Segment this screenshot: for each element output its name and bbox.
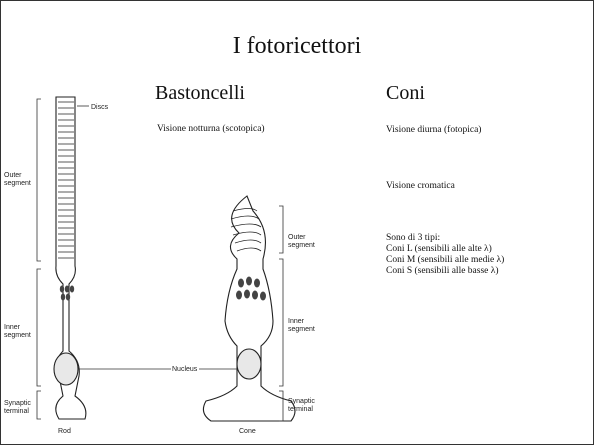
cones-color-vision: Visione cromatica	[386, 181, 455, 192]
cone-type-l: Coni L (sensibili alle alte λ)	[386, 244, 504, 255]
cones-day-vision: Visione diurna (fotopica)	[386, 125, 481, 136]
cone-cell	[203, 196, 295, 421]
label-cone-outer-1: Outer	[288, 234, 306, 241]
label-rod-inner-2: segment	[4, 332, 31, 339]
label-cone-outer-2: segment	[288, 242, 315, 249]
label-cone-inner-2: segment	[288, 326, 315, 333]
cones-heading: Coni	[386, 81, 425, 105]
slide-title: I fotoricettori	[1, 32, 593, 60]
cone-type-s: Coni S (sensibili alle basse λ)	[386, 266, 504, 277]
cone-types-intro: Sono di 3 tipi:	[386, 233, 504, 244]
label-cone-synaptic-1: Synaptic	[288, 398, 315, 405]
label-rod: Rod	[58, 428, 71, 435]
label-discs: Discs	[91, 104, 109, 111]
rod-cell	[54, 97, 86, 419]
label-nucleus: Nucleus	[172, 366, 198, 373]
cone-nucleus	[237, 349, 261, 379]
label-rod-outer-1: Outer	[4, 172, 22, 179]
label-rod-synaptic-2: terminal	[4, 408, 29, 415]
label-rod-outer-2: segment	[4, 180, 31, 187]
rod-nucleus	[54, 353, 78, 385]
label-cone: Cone	[239, 428, 256, 435]
cone-types-list: Sono di 3 tipi: Coni L (sensibili alle a…	[386, 233, 504, 277]
cone-type-m: Coni M (sensibili alle medie λ)	[386, 255, 504, 266]
label-rod-synaptic-1: Synaptic	[4, 400, 31, 407]
label-cone-inner-1: Inner	[288, 318, 305, 325]
label-rod-inner-1: Inner	[4, 324, 21, 331]
photoreceptor-diagram: Discs Outer segment Inner segment Synapt…	[1, 91, 351, 441]
label-cone-synaptic-2: terminal	[288, 406, 313, 413]
